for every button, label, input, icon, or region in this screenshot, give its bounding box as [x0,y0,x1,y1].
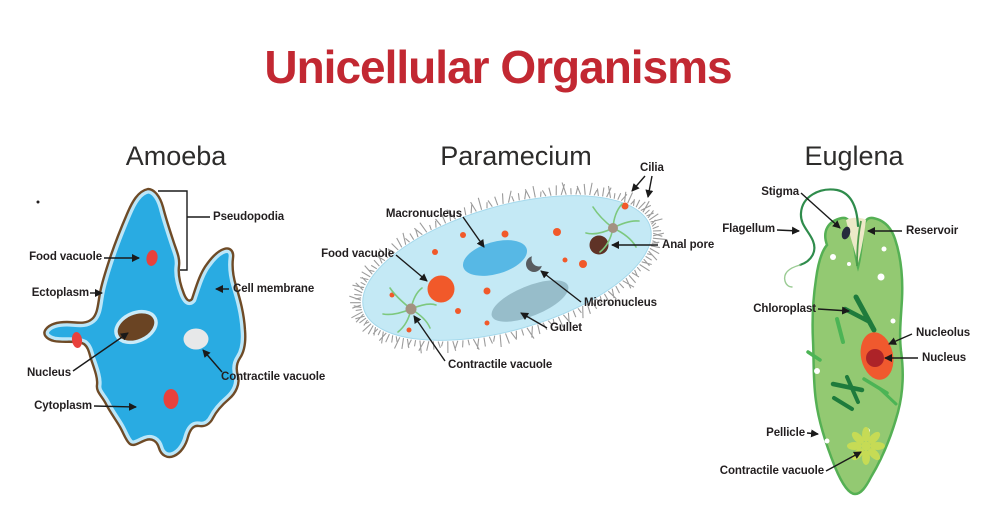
arrow-paramecium-contractile-vacuole [413,315,446,362]
paramecium-food-vacuole-dots [389,202,629,333]
euglena-label-chloroplast: Chloroplast [753,303,816,315]
paramecium-macronucleus [462,240,528,276]
euglena-stigma [841,226,851,240]
euglena-contractile-vacuole-petal [868,448,881,461]
arrow-euglena-stigma [800,192,841,229]
euglena-figure [783,188,904,496]
paramecium-label-contractile-vacuole: Contractile vacuole [448,359,553,371]
euglena-label-nucleus: Nucleus [922,352,967,364]
euglena-contractile-vacuole [847,427,885,465]
euglena-contractile-vacuole-petal [862,450,870,465]
euglena-nucleolus [866,349,884,367]
euglena-label-pellicle: Pellicle [766,427,805,439]
euglena-label-nucleolus: Nucleolus [916,327,971,339]
paramecium-label-gullet: Gullet [550,322,582,334]
paramecium-label-macronucleus: Macronucleus [385,208,462,220]
arrow-paramecium-macronucleus [462,216,485,248]
arrow-euglena-nucleolus [888,333,913,345]
paramecium-cilia [349,182,666,354]
arrow-euglena-contractile-vacuole [825,451,862,472]
arrow-euglena-flagellum [776,226,800,235]
arrow-paramecium-gullet [520,312,548,329]
paramecium-label-anal-pore: Anal pore [662,239,715,251]
euglena-granules [814,246,896,444]
euglena-contractile-vacuole-petal [847,442,862,450]
amoeba-contractile-vacuole [183,328,209,350]
paramecium-micronucleus-crescent-cutout [531,251,547,267]
page-title: Unicellular Organisms [264,41,732,93]
amoeba-label-contractile-vacuole: Contractile vacuole [221,371,326,383]
euglena-contractile-vacuole-petal [862,427,870,442]
euglena-reservoir [846,217,866,263]
arrow-paramecium-food-vacuole [395,254,428,282]
paramecium-gullet [491,280,569,322]
paramecium-title: Paramecium [440,141,592,171]
amoeba-label-ectoplasm: Ectoplasm [31,287,89,299]
euglena-label-reservoir: Reservoir [906,225,959,237]
paramecium-label-food-vacuole: Food vacuole [321,248,394,260]
paramecium-food-vacuole-large [427,275,455,303]
euglena-label-stigma: Stigma [761,186,799,198]
euglena-contractile-vacuole-petal [870,442,885,450]
euglena-label-contractile-vacuole: Contractile vacuole [719,465,824,477]
paramecium-anal-pore [589,235,609,255]
amoeba-label-pseudopodia: Pseudopodia [213,211,285,223]
euglena-body-pellicle [811,216,904,496]
paramecium-label-micronucleus: Micronucleus [584,297,657,309]
arrow-paramecium-cilia-2 [645,175,654,198]
euglena-title: Euglena [804,141,904,171]
paramecium-contractile-vacuole-bottom [405,303,417,315]
paramecium-label-cilia: Cilia [640,162,664,174]
euglena-label-flagellum: Flagellum [722,223,775,235]
euglena-chloroplasts-light [806,317,898,406]
paramecium-radial-canals [382,203,640,333]
arrow-paramecium-cilia-1 [631,175,646,192]
arrow-amoeba-cytoplasm [93,402,137,411]
amoeba-label-cytoplasm: Cytoplasm [34,400,92,412]
amoeba-food-vacuoles [71,250,179,409]
euglena-reservoir-canal [856,220,862,267]
pseudopodia-bracket [158,190,210,271]
paramecium-contractile-vacuole-top [608,223,618,233]
euglena-contractile-vacuole-petal [851,431,864,444]
amoeba-label-cell-membrane: Cell membrane [233,283,315,295]
arrow-euglena-pellicle [806,429,819,438]
euglena-flagellum [798,188,860,267]
arrow-amoeba-contractile-vacuole [202,349,223,373]
arrow-amoeba-nucleus [72,332,129,372]
amoeba-title: Amoeba [125,141,227,171]
amoeba-label-food-vacuole: Food vacuole [29,251,102,263]
paramecium-figure [349,182,666,354]
euglena-contractile-vacuole-petal [868,431,881,444]
amoeba-label-nucleus: Nucleus [26,367,71,379]
stray-dot [36,200,40,204]
amoeba-figure [43,187,247,459]
arrow-euglena-chloroplast [817,306,850,315]
arrow-paramecium-micronucleus [540,270,582,303]
euglena-flagellum-tail [783,264,801,288]
leader-lines [72,175,918,472]
